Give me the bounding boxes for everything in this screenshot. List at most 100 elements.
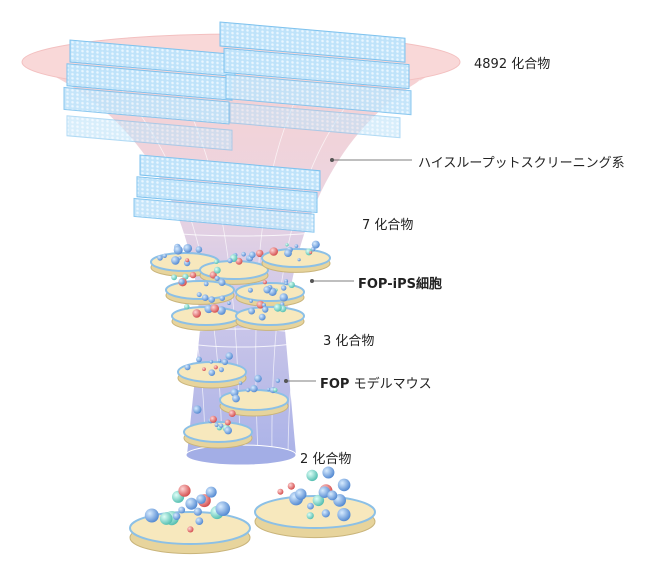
molecule: [287, 482, 295, 490]
molecule: [219, 423, 224, 428]
molecule: [273, 387, 278, 393]
culture-dish: [254, 466, 376, 539]
molecule: [184, 304, 190, 310]
molecule: [213, 266, 221, 274]
molecule: [306, 469, 318, 482]
molecule: [269, 247, 279, 256]
molecule: [256, 249, 264, 258]
molecule: [162, 253, 167, 258]
molecule: [227, 301, 231, 306]
molecule: [214, 259, 219, 265]
molecule: [178, 484, 191, 497]
label-compounds-initial: 4892 化合物: [474, 57, 551, 72]
molecule: [225, 352, 233, 360]
molecule: [157, 255, 163, 261]
molecule: [178, 506, 186, 514]
molecule: [201, 294, 209, 302]
molecule: [193, 405, 202, 414]
label-compounds-7: 7 化合物: [362, 218, 414, 233]
molecule: [262, 303, 266, 307]
molecule: [224, 426, 233, 435]
molecule: [187, 526, 194, 533]
molecule: [235, 257, 243, 265]
molecule: [210, 304, 219, 313]
molecule: [209, 271, 217, 279]
molecule: [275, 378, 280, 383]
molecule: [288, 281, 295, 288]
label-fop-model-prefix: FOP: [320, 377, 350, 392]
molecule: [189, 271, 197, 279]
molecule: [202, 367, 206, 371]
culture-dish: [199, 249, 269, 285]
well-plate-stack-right: [219, 21, 412, 139]
molecule: [294, 244, 299, 248]
molecule: [185, 497, 198, 510]
molecule: [214, 275, 220, 281]
molecule: [215, 501, 231, 516]
molecule: [214, 423, 219, 427]
molecule: [178, 278, 185, 285]
molecule: [185, 258, 190, 263]
molecule: [318, 486, 331, 499]
molecule: [171, 274, 178, 281]
molecule: [238, 381, 243, 385]
molecule: [254, 374, 262, 383]
molecule: [195, 246, 203, 253]
molecule: [172, 512, 181, 520]
label-screening-system: ハイスループットスクリーニング系: [418, 156, 625, 171]
molecule: [205, 486, 217, 498]
molecule: [221, 358, 228, 366]
molecule: [192, 309, 201, 318]
molecule: [337, 507, 351, 522]
culture-dish: [129, 484, 251, 555]
molecule: [196, 494, 206, 505]
molecule: [280, 302, 285, 307]
molecule: [227, 258, 233, 264]
molecule: [193, 507, 202, 516]
molecule: [309, 251, 313, 254]
molecule: [277, 488, 284, 495]
molecule: [159, 512, 173, 525]
molecule: [256, 300, 265, 309]
molecule: [295, 488, 307, 500]
molecule: [241, 251, 246, 257]
molecule: [195, 517, 204, 525]
molecule: [209, 415, 217, 423]
molecule: [219, 295, 225, 302]
molecule: [284, 281, 288, 286]
molecule: [284, 249, 292, 257]
molecule: [249, 299, 253, 303]
molecule: [196, 356, 202, 363]
molecule: [144, 508, 159, 523]
label-fop-model-suffix: モデルマウス: [349, 377, 432, 392]
molecule: [247, 287, 253, 293]
molecule: [297, 258, 301, 262]
molecule: [322, 466, 335, 479]
molecule: [281, 285, 287, 291]
molecule: [263, 286, 271, 294]
molecule: [321, 509, 330, 518]
well-plate-stack-center: [133, 154, 321, 233]
label-fop-model-mouse: FOP モデルマウス: [320, 373, 432, 392]
molecule: [327, 490, 338, 501]
culture-dish: [171, 292, 241, 331]
molecule: [224, 419, 231, 426]
molecule: [245, 387, 251, 393]
culture-dish: [261, 240, 331, 273]
molecule: [258, 313, 266, 321]
molecule: [232, 394, 240, 403]
molecule: [208, 296, 215, 303]
molecule: [183, 244, 193, 253]
culture-dish: [177, 352, 247, 389]
molecule: [262, 280, 267, 285]
molecule: [279, 293, 288, 302]
funnel-bottom: [185, 444, 297, 466]
molecule: [262, 306, 269, 313]
molecule: [249, 251, 256, 259]
molecule: [218, 367, 224, 373]
molecule: [217, 358, 222, 363]
molecule: [306, 512, 314, 520]
molecule: [250, 384, 258, 393]
